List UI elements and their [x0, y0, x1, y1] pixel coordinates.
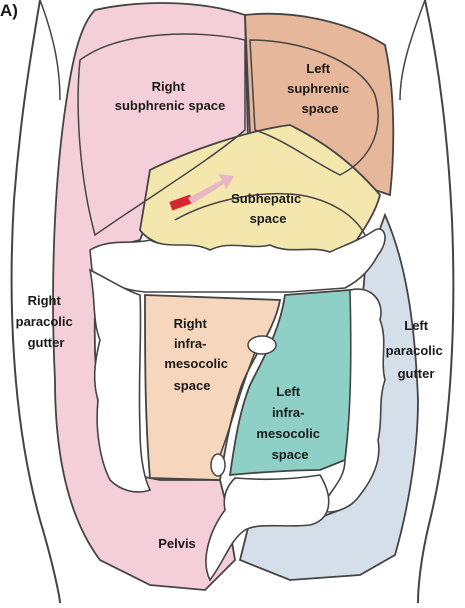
flow-arrow: [188, 174, 234, 204]
right-inframesocolic-label: Right infra- mesocolic space: [164, 316, 231, 393]
mesentery-loop-upper: [247, 335, 277, 355]
panel-label: A): [0, 1, 18, 20]
liver-lobe-line: [77, 33, 246, 237]
torso-right-outline: [417, 0, 455, 604]
right-paracolic-label: Right paracolic gutter: [16, 293, 77, 350]
subhepatic-inner-line: [174, 192, 366, 236]
ascending-colon: [88, 268, 152, 493]
transverse-colon: [89, 228, 386, 293]
mesentery-root-line: [219, 351, 256, 456]
left-suphrenic-label: Left suphrenic space: [287, 61, 353, 116]
pelvis-label: Pelvis: [158, 536, 196, 551]
subhepatic-label: Subhepatic space: [231, 191, 305, 226]
ribcage-right-line: [399, 0, 426, 101]
morison-marker: [169, 194, 194, 211]
left-inframesocolic-label: Left infra- mesocolic space: [256, 384, 323, 462]
descending-colon: [318, 288, 386, 513]
left-paracolic-label: Left paracolic gutter: [386, 318, 447, 381]
sigmoid-colon: [205, 474, 330, 582]
stomach-outline: [249, 39, 379, 176]
ribcage-left-line: [39, 0, 61, 101]
right-subphrenic-label: Right subphrenic space: [115, 79, 226, 113]
mesentery-loop-lower: [210, 453, 226, 477]
torso-left-outline: [10, 0, 61, 604]
